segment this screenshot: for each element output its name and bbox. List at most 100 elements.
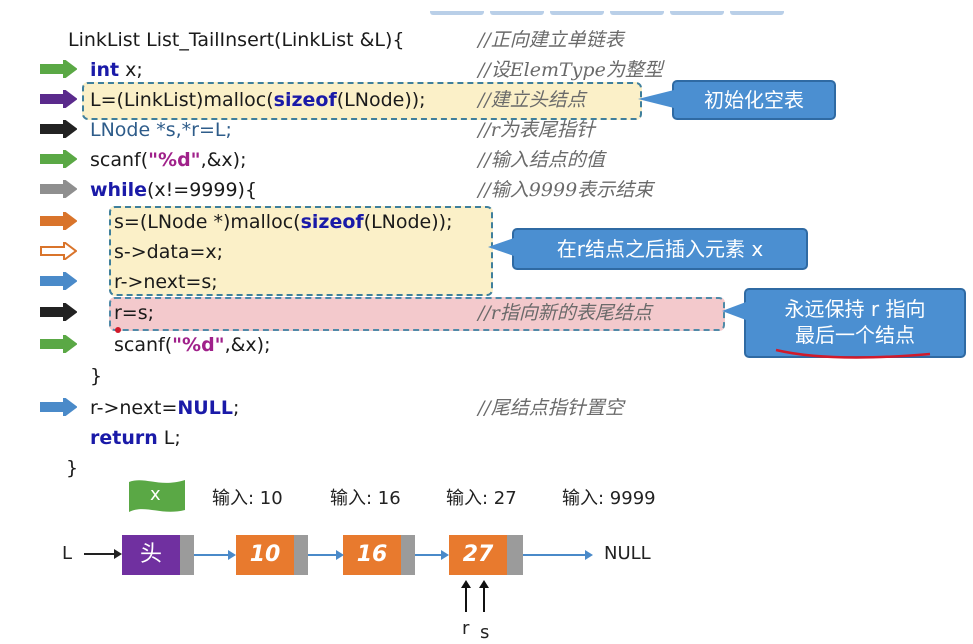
input-label-2: 输入: 16 xyxy=(330,488,401,509)
list-node-27: 27 xyxy=(449,535,523,575)
pointer-s-label: s xyxy=(480,622,490,643)
code-line-5: scanf("%d",&x); xyxy=(90,148,247,172)
callout-keep-pointer xyxy=(722,302,746,320)
node-next xyxy=(507,535,523,575)
list-node-16: 16 xyxy=(343,535,415,575)
arrow-right-icon xyxy=(40,335,77,353)
code-text: s->data=x; xyxy=(114,241,224,263)
list-head-label: L xyxy=(62,543,73,564)
callout-init-pointer xyxy=(638,90,674,108)
closing-brace: } xyxy=(66,457,79,479)
head-node: 头 xyxy=(122,535,194,575)
code-text: r=s; xyxy=(114,302,155,324)
keyword-int: int xyxy=(90,59,120,81)
arrow-right-icon xyxy=(40,180,77,198)
tail-highlight-box xyxy=(109,297,725,331)
arrow-right-icon xyxy=(40,398,77,416)
arrow-right-icon xyxy=(40,150,77,168)
code-line-9: r->next=s; xyxy=(114,270,218,294)
keyword-return: return xyxy=(90,427,158,449)
keyword-null: NULL xyxy=(177,397,233,419)
code-line-10: r=s; xyxy=(114,301,154,325)
code-line-6: while(x!=9999){ xyxy=(90,178,257,202)
code-text: (LNode)); xyxy=(363,211,453,233)
node-next xyxy=(401,535,415,575)
format-string: "%d" xyxy=(172,334,225,356)
arrow-right-icon xyxy=(40,242,77,260)
link-arrow xyxy=(308,550,344,560)
comment-line-1: //正向建立单链表 xyxy=(478,29,624,51)
keyword-while: while xyxy=(90,179,147,201)
callout-insert-text: 在r结点之后插入元素 x xyxy=(556,237,764,261)
code-line-8: s->data=x; xyxy=(114,240,223,264)
list-node-10: 10 xyxy=(236,535,308,575)
arrow-right-icon xyxy=(40,60,77,78)
code-text: L=(LinkList)malloc( xyxy=(90,89,274,111)
arrow-right-icon xyxy=(40,303,77,321)
callout-insert: 在r结点之后插入元素 x xyxy=(512,228,808,270)
code-line-14: return L; xyxy=(90,426,181,450)
keyword-sizeof: sizeof xyxy=(300,211,364,233)
comment-line-3: //建立头结点 xyxy=(478,89,586,111)
callout-insert-pointer xyxy=(488,238,514,256)
closing-brace: } xyxy=(90,365,103,387)
code-line-4: LNode *s,*r=L; xyxy=(90,118,232,142)
code-text: scanf( xyxy=(114,334,173,356)
comment-line-10: //r指向新的表尾结点 xyxy=(478,302,652,324)
head-pointer-arrow xyxy=(84,549,122,559)
code-text: ,&x); xyxy=(224,334,271,356)
comment-line-5: //输入结点的值 xyxy=(478,149,605,171)
code-text: s=(LNode *)malloc( xyxy=(114,211,301,233)
format-string: "%d" xyxy=(148,149,201,171)
null-arrow xyxy=(523,550,593,560)
code-text: L; xyxy=(157,427,181,449)
null-label: NULL xyxy=(604,543,651,564)
node-data: 16 xyxy=(343,535,401,575)
code-text: (x!=9999){ xyxy=(147,179,258,201)
head-node-next xyxy=(180,535,194,575)
callout-keep-line1: 永远保持 r 指向 xyxy=(784,297,926,321)
node-data: 27 xyxy=(449,535,507,575)
code-line-13: r->next=NULL; xyxy=(90,396,239,420)
input-label-4: 输入: 9999 xyxy=(562,488,656,509)
code-line-1: LinkList List_TailInsert(LinkList &L){ xyxy=(68,28,405,52)
code-text: r->next=s; xyxy=(114,271,218,293)
red-underline-annotation xyxy=(775,348,931,359)
head-node-data: 头 xyxy=(122,535,180,575)
arrow-right-icon xyxy=(40,120,77,138)
flag-icon xyxy=(127,476,187,520)
callout-keep-line2: 最后一个结点 xyxy=(795,323,915,347)
init-highlight-box xyxy=(82,82,642,120)
red-dot-annotation xyxy=(115,327,121,333)
insert-highlight-box xyxy=(109,206,493,296)
comment-line-13: //尾结点指针置空 xyxy=(478,397,624,419)
flag-label: x xyxy=(150,484,161,505)
link-arrow xyxy=(415,550,449,560)
code-line-11: scanf("%d",&x); xyxy=(114,333,271,357)
keyword-sizeof: sizeof xyxy=(273,89,337,111)
code-text: r->next= xyxy=(90,397,178,419)
link-arrow xyxy=(194,550,236,560)
code-line-2: int x; xyxy=(90,58,143,82)
code-text: scanf( xyxy=(90,149,149,171)
code-line-3: L=(LinkList)malloc(sizeof(LNode)); xyxy=(90,88,426,112)
comment-line-2: //设ElemType为整型 xyxy=(478,59,663,81)
pointer-arrows-r-s xyxy=(461,580,489,612)
code-text: x; xyxy=(119,59,143,81)
code-line-7: s=(LNode *)malloc(sizeof(LNode)); xyxy=(114,210,452,234)
top-decoration-bar xyxy=(430,0,810,15)
comment-line-4: //r为表尾指针 xyxy=(478,119,595,141)
callout-init-text: 初始化空表 xyxy=(704,88,804,112)
code-text: LNode *s,*r=L; xyxy=(90,119,232,141)
comment-line-6: //输入9999表示结束 xyxy=(478,179,654,201)
arrow-right-icon xyxy=(40,272,77,290)
callout-keep-tail: 永远保持 r 指向 最后一个结点 xyxy=(744,288,966,358)
arrow-right-icon xyxy=(40,90,77,108)
code-line-15: } xyxy=(66,456,78,480)
pointer-r-label: r xyxy=(462,618,470,639)
node-data: 10 xyxy=(236,535,294,575)
input-label-3: 输入: 27 xyxy=(446,488,517,509)
arrow-right-icon xyxy=(40,212,77,230)
code-text: (LNode)); xyxy=(336,89,426,111)
code-text: ; xyxy=(232,397,240,419)
